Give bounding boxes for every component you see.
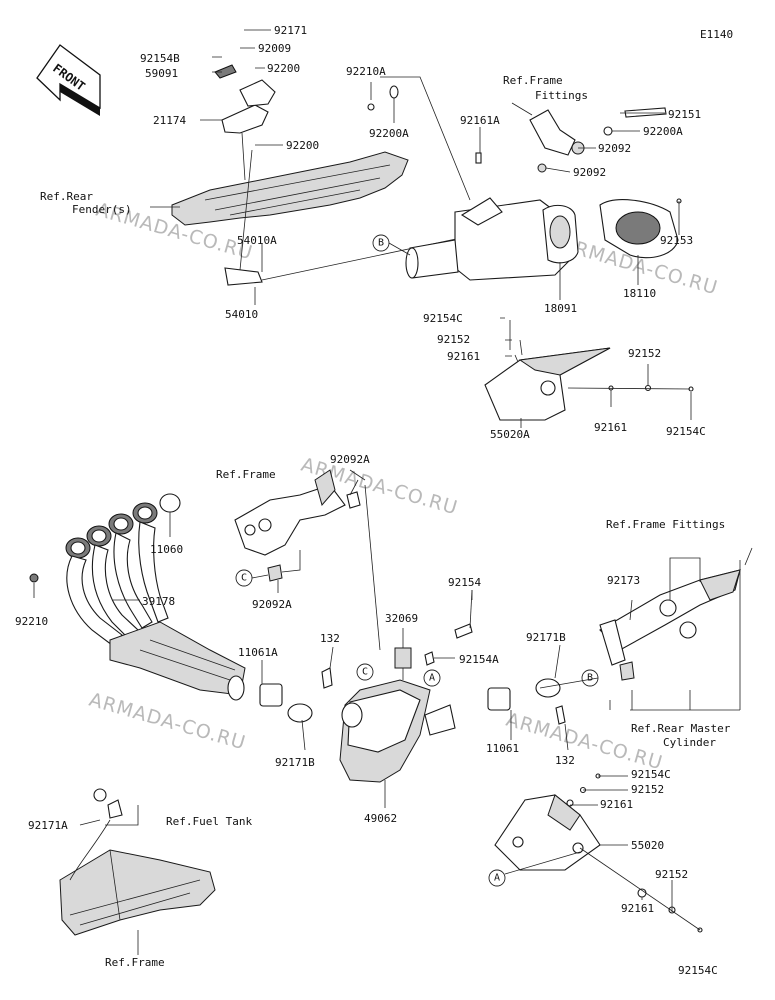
callout-label: B bbox=[587, 673, 593, 684]
part-label: 39178 bbox=[142, 595, 175, 608]
ref-label: Ref.Rear Master bbox=[631, 722, 731, 735]
ref-label: Ref.Frame Fittings bbox=[606, 518, 725, 531]
watermark: ARMADA-CO.RU bbox=[87, 689, 249, 755]
ref-label: Ref.Fuel Tank bbox=[166, 815, 252, 828]
part-label: 92092A bbox=[252, 598, 292, 611]
ref-label: Ref.Frame bbox=[503, 74, 563, 87]
part-label: 59091 bbox=[145, 67, 178, 80]
frame-fuel-tank-bottom bbox=[59, 788, 216, 936]
part-label: 92152 bbox=[655, 868, 688, 881]
part-label: 132 bbox=[320, 632, 340, 645]
rear-fender-shape bbox=[171, 151, 409, 226]
part-label: 92200 bbox=[267, 62, 300, 75]
frame-fitting-bracket-top bbox=[529, 109, 576, 156]
part-label: 92152 bbox=[437, 333, 470, 346]
part-label: 92151 bbox=[668, 108, 701, 121]
bolt-92151 bbox=[624, 107, 667, 118]
part-label: 18091 bbox=[544, 302, 577, 315]
part-label: 92092 bbox=[573, 166, 606, 179]
part-label: 92092 bbox=[598, 142, 631, 155]
part-label: 92161 bbox=[447, 350, 480, 363]
frame-bracket-mid bbox=[234, 469, 361, 582]
part-label: 55020 bbox=[631, 839, 664, 852]
part-label: 92152 bbox=[631, 783, 664, 796]
part-label: 92152 bbox=[628, 347, 661, 360]
callout-label: B bbox=[378, 238, 384, 249]
watermark: ARMADA-CO.RU bbox=[504, 709, 666, 775]
plate-59091 bbox=[214, 64, 237, 79]
part-label: 55020A bbox=[490, 428, 530, 441]
part-label: 92200 bbox=[286, 139, 319, 152]
ref-label: Ref.Frame bbox=[105, 956, 165, 969]
hanger-bracket-21174 bbox=[221, 104, 269, 134]
frame-fittings-right bbox=[599, 547, 753, 681]
silencer-bracket bbox=[460, 197, 503, 226]
callout-a-muffler bbox=[423, 669, 441, 687]
part-label: 92153 bbox=[660, 234, 693, 247]
part-label: 92154 bbox=[448, 576, 481, 589]
part-label: 92154C bbox=[666, 425, 706, 438]
part-label: 92210 bbox=[15, 615, 48, 628]
ref-label: Ref.Frame bbox=[216, 468, 276, 481]
callout-bubbles: B C C A B A bbox=[235, 234, 599, 887]
bracket-92200 bbox=[239, 79, 276, 107]
part-label: 92171B bbox=[526, 631, 566, 644]
part-label: 92092A bbox=[330, 453, 370, 466]
part-label: 92161 bbox=[600, 798, 633, 811]
part-label: 18110 bbox=[623, 287, 656, 300]
part-label: 92171B bbox=[275, 756, 315, 769]
ref-label: Fittings bbox=[535, 89, 588, 102]
part-label: 92154C bbox=[631, 768, 671, 781]
part-label: 92171 bbox=[274, 24, 307, 37]
part-label: 92161A bbox=[460, 114, 500, 127]
heat-guard-55020A bbox=[484, 320, 694, 421]
part-label: 49062 bbox=[364, 812, 397, 825]
part-label: 92161 bbox=[621, 902, 654, 915]
part-label: 92171A bbox=[28, 819, 68, 832]
part-label: 92173 bbox=[607, 574, 640, 587]
callout-a-bottom bbox=[488, 869, 506, 887]
ref-label: Ref.Rear bbox=[40, 190, 93, 203]
part-label: 92154C bbox=[423, 312, 463, 325]
part-label: 92154C bbox=[678, 964, 718, 977]
ref-label: Fender(s) bbox=[72, 203, 132, 216]
part-label: 11060 bbox=[150, 543, 183, 556]
pre-muffler-49062 bbox=[259, 589, 566, 783]
silencer-assembly bbox=[367, 85, 682, 281]
part-label: 54010 bbox=[225, 308, 258, 321]
part-label: 21174 bbox=[153, 114, 186, 127]
diagram-code: E1140 bbox=[700, 28, 733, 41]
ref-label: Cylinder bbox=[663, 736, 716, 749]
callout-label: C bbox=[362, 667, 368, 678]
exhaust-header-pipes bbox=[29, 493, 246, 701]
part-label: 92009 bbox=[258, 42, 291, 55]
callout-c-muffler bbox=[356, 663, 374, 681]
callout-label: C bbox=[241, 573, 247, 584]
heat-guard-55020 bbox=[494, 773, 703, 933]
part-label: 92161 bbox=[594, 421, 627, 434]
part-labels: 92171 92154B 92009 59091 92200 21174 922… bbox=[15, 24, 731, 977]
callout-label: A bbox=[429, 673, 435, 684]
gasket-11060 bbox=[159, 493, 181, 513]
bracket-54010 bbox=[224, 267, 263, 286]
leader-lines bbox=[33, 29, 741, 955]
part-label: 132 bbox=[555, 754, 575, 767]
front-arrow-icon: FRONT bbox=[36, 44, 101, 116]
part-label: 92200A bbox=[369, 127, 409, 140]
part-label: 92154B bbox=[140, 52, 180, 65]
part-label: 11061 bbox=[486, 742, 519, 755]
part-label: 92154A bbox=[459, 653, 499, 666]
part-label: 54010A bbox=[237, 234, 277, 247]
part-label: 32069 bbox=[385, 612, 418, 625]
part-label: 92210A bbox=[346, 65, 386, 78]
callout-label: A bbox=[494, 873, 500, 884]
part-label: 11061A bbox=[238, 646, 278, 659]
part-label: 92200A bbox=[643, 125, 683, 138]
